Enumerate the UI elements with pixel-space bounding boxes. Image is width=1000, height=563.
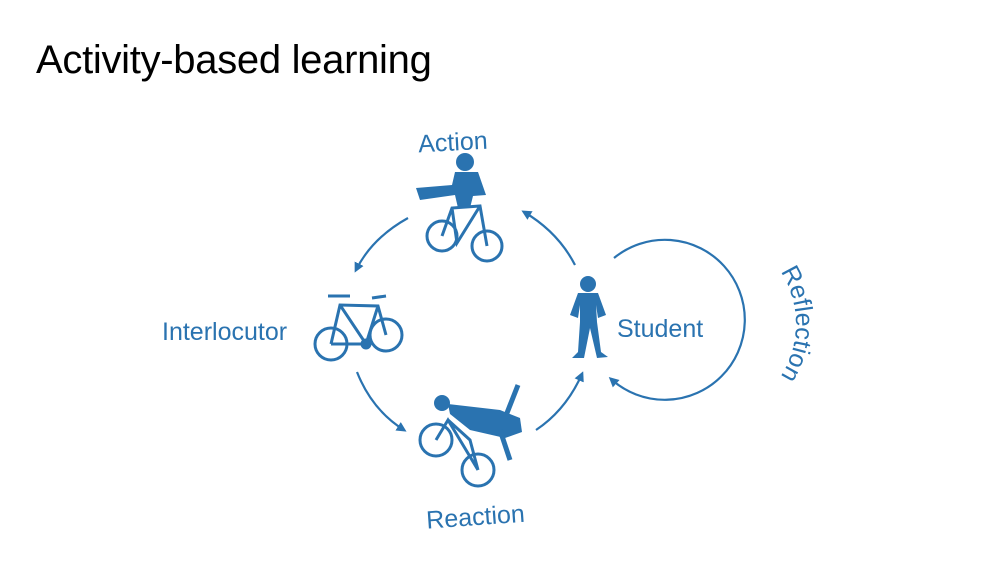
- reflection-loop-arrow: [608, 238, 746, 401]
- node-label-interlocutor: Interlocutor: [162, 318, 287, 346]
- node-label-action: Action: [417, 127, 488, 159]
- slide-title: Activity-based learning: [36, 38, 432, 82]
- node-label-reaction: Reaction: [425, 500, 525, 535]
- person-riding-bike-icon: [416, 153, 504, 263]
- arrow-reaction-to-student: [535, 371, 584, 431]
- node-label-student: Student: [617, 315, 703, 343]
- person-falling-off-bike-icon: [418, 384, 522, 488]
- arrow-action-to-interlocutor: [354, 217, 409, 273]
- loop-label-reflection: Reflection: [775, 261, 818, 387]
- standing-student-icon: [570, 276, 608, 358]
- bicycle-icon: [313, 294, 404, 362]
- arrow-student-to-action: [521, 210, 576, 266]
- arrow-interlocutor-to-reaction: [355, 371, 407, 432]
- reflection-text: Reflection: [775, 261, 818, 387]
